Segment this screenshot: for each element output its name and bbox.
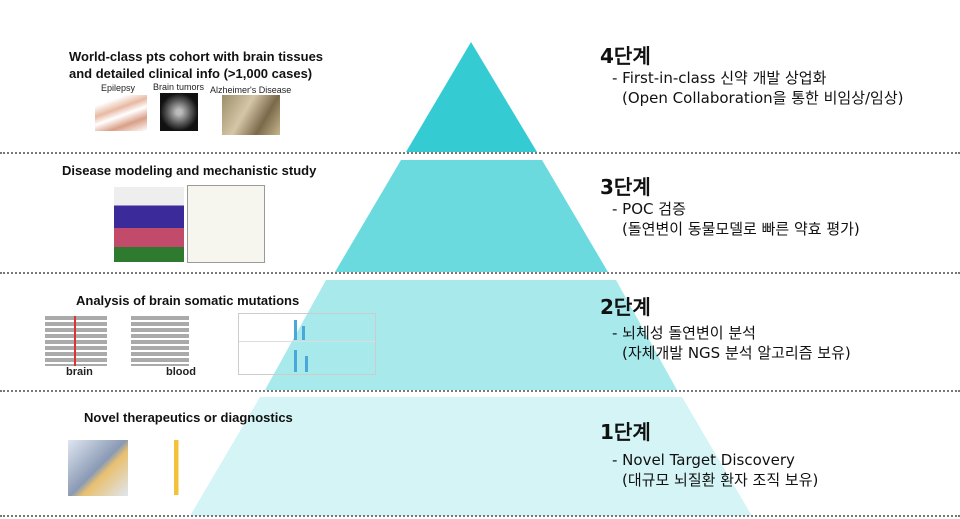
divider <box>0 390 960 392</box>
alzheimers-photo <box>222 95 280 135</box>
divider <box>0 515 960 517</box>
caption-blood: blood <box>166 366 196 378</box>
pyramid-level-4 <box>406 42 537 152</box>
heading-line: and detailed clinical info (>1,000 cases… <box>69 66 313 81</box>
divider <box>0 152 960 154</box>
pyramid-level-1 <box>190 397 752 516</box>
stage-3: 3단계 - POC 검증 (돌연변이 동물모델로 빠른 약효 평가) <box>600 175 860 239</box>
stage-4: 4단계 - First-in-class 신약 개발 상업화 (Open Col… <box>600 44 904 108</box>
blood-reads-image <box>131 316 189 366</box>
stage-line: - Novel Target Discovery <box>612 451 795 469</box>
divider <box>0 272 960 274</box>
drug-vial-image <box>68 440 128 496</box>
caption-epilepsy: Epilepsy <box>101 83 136 93</box>
level3-heading: Disease modeling and mechanistic study <box>62 163 317 178</box>
stage-2: 2단계 - 뇌체성 돌연변이 분석 (자체개발 NGS 분석 알고리즘 보유) <box>600 295 851 363</box>
caption-brain-tumors: Brain tumors <box>153 82 205 92</box>
epilepsy-image <box>95 95 147 131</box>
level1-heading: Novel therapeutics or diagnostics <box>84 410 293 425</box>
stage-line: (대규모 뇌질환 환자 조직 보유) <box>622 471 819 489</box>
pyramid-level-3 <box>335 160 608 272</box>
stage-line: (돌연변이 동물모델로 빠른 약효 평가) <box>622 220 860 238</box>
stage-line: - First-in-class 신약 개발 상업화 <box>612 69 827 87</box>
stage-line: - POC 검증 <box>612 200 686 218</box>
stage-title: 3단계 <box>600 175 651 199</box>
stage-line: (Open Collaboration을 통한 비임상/임상) <box>622 89 904 107</box>
level4-heading: World-class pts cohort with brain tissue… <box>69 48 323 82</box>
stage-line: (자체개발 NGS 분석 알고리즘 보유) <box>622 344 851 362</box>
disease-model-images <box>114 187 184 262</box>
diagnostics-diagram-image <box>152 440 262 495</box>
mutation-spectrum-chart-image <box>238 313 376 375</box>
brain-tumor-mri-image <box>160 93 198 131</box>
mechanism-diagram-image <box>187 185 265 263</box>
stage-title: 1단계 <box>600 420 651 444</box>
stage-1: 1단계 - Novel Target Discovery (대규모 뇌질환 환자… <box>600 420 818 490</box>
brain-reads-image <box>45 316 107 366</box>
stage-line: - 뇌체성 돌연변이 분석 <box>612 324 756 342</box>
caption-alzheimers: Alzheimer's Disease <box>210 85 292 95</box>
stage-title: 4단계 <box>600 44 651 68</box>
heading-line: World-class pts cohort with brain tissue… <box>69 49 324 64</box>
stage-title: 2단계 <box>600 295 651 319</box>
level2-heading: Analysis of brain somatic mutations <box>76 293 300 308</box>
caption-brain: brain <box>66 366 93 378</box>
